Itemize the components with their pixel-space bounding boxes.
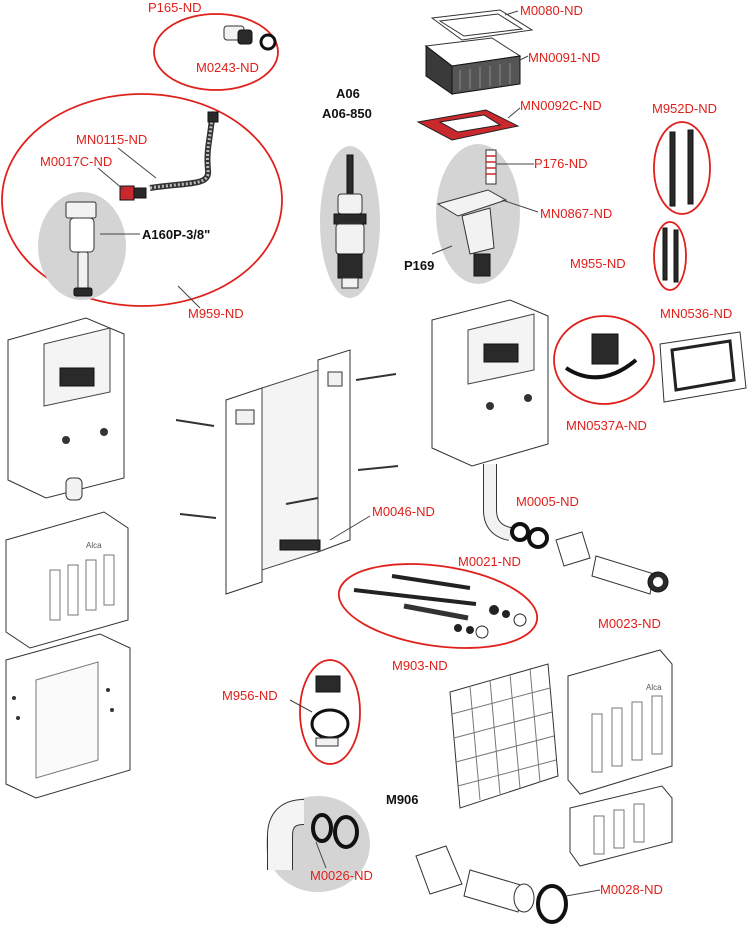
label-a06: A06 [336, 86, 360, 101]
highlight-ring-mn0537a [553, 315, 655, 405]
label-m952d: M952D-ND [652, 101, 717, 116]
part-bottom-pipe [463, 869, 535, 913]
brand-mark-left: Alca [86, 541, 102, 550]
group-p169: P176-ND MN0867-ND P169 [404, 144, 612, 284]
part-m903-bolts [353, 574, 527, 639]
label-m0028: M0028-ND [600, 882, 663, 897]
label-mn0536: MN0536-ND [660, 306, 732, 321]
highlight-ring-m903 [337, 563, 539, 649]
part-m956-clamp [310, 675, 350, 747]
part-m955-rod-2 [673, 229, 679, 283]
part-mn0867-plate [436, 189, 508, 277]
label-mn0091: MN0091-ND [528, 50, 600, 65]
group-left-cistern: Alca [5, 317, 131, 799]
part-m906-bend [267, 799, 305, 870]
part-p165-valve [223, 25, 253, 45]
part-m952d-rod-1 [669, 131, 676, 207]
group-bottom-pipe: M0028-ND [415, 845, 663, 924]
highlight-ring-p165 [153, 13, 279, 91]
brand-mark-right: Alca [646, 683, 662, 692]
part-mn0536-plate [659, 331, 747, 403]
group-right-cistern [431, 299, 549, 541]
group-m906: M906 M0026-ND [266, 792, 419, 892]
label-m955: M955-ND [570, 256, 626, 271]
part-m0243-ring [259, 33, 277, 51]
part-m0026-seal [311, 813, 333, 843]
part-m0021-seal [510, 522, 530, 542]
label-m0243: M0243-ND [196, 60, 259, 75]
part-pipe-connector [555, 531, 591, 567]
label-p176: P176-ND [534, 156, 587, 171]
label-m0005: M0005-ND [516, 494, 579, 509]
label-m0046: M0046-ND [372, 504, 435, 519]
group-flush-pipe: M0005-ND M0021-ND M0023-ND [458, 494, 669, 631]
label-p169: P169 [404, 258, 434, 273]
part-m0005-seal [527, 527, 549, 549]
part-mn0115-hose [149, 111, 219, 191]
part-a06-flush-valve [333, 154, 367, 289]
group-cistern-lid: M0080-ND MN0091-ND MN0092C-ND [416, 3, 602, 141]
group-mn0537a: MN0537A-ND [553, 315, 655, 433]
group-center-frame: M0046-ND [175, 349, 435, 595]
part-left-cistern-body [7, 317, 125, 501]
highlight-ring-m952d [653, 121, 711, 215]
label-a06-850: A06-850 [322, 106, 372, 121]
part-m906-seal [333, 815, 359, 849]
label-mn0867: MN0867-ND [540, 206, 612, 221]
part-center-frame [225, 349, 351, 595]
label-m0023: M0023-ND [598, 616, 661, 631]
part-p176-spring [485, 149, 497, 185]
group-m955: M955-ND [570, 221, 687, 291]
part-center-frame-screws [175, 373, 399, 519]
part-mn0091-box [424, 37, 522, 95]
part-m0017c-clip [119, 185, 147, 201]
part-bottom-pipe-sleeve [415, 845, 463, 895]
label-m0021: M0021-ND [458, 554, 521, 569]
highlight-ring-m956 [299, 659, 361, 765]
part-m0028-seal [536, 884, 568, 924]
label-a160p: A160P-3/8" [142, 227, 210, 242]
part-left-panel-shell: Alca [5, 511, 129, 649]
part-right-grid-panel [449, 663, 559, 809]
part-m0080-frame [430, 9, 534, 41]
label-m906: M906 [386, 792, 419, 807]
part-mn0092c-gasket [416, 109, 520, 141]
part-m952d-rod-2 [687, 129, 694, 205]
group-m959: MN0115-ND M0017C-ND A160P-3/8" M959-ND [1, 93, 283, 321]
group-m956: M956-ND [222, 659, 361, 765]
part-pipe-extension [591, 555, 655, 595]
label-m956: M956-ND [222, 688, 278, 703]
label-m903: M903-ND [392, 658, 448, 673]
group-right-panels: Alca [449, 649, 673, 867]
label-m0026: M0026-ND [310, 868, 373, 883]
label-p165: P165-ND [148, 0, 201, 15]
part-left-frame [5, 633, 131, 799]
part-m955-rod-1 [662, 227, 668, 281]
label-mn0115: MN0115-ND [76, 132, 147, 147]
group-a06: A06 A06-850 [320, 86, 380, 298]
highlight-ring-m959 [1, 93, 283, 307]
group-p165: P165-ND M0243-ND [148, 0, 279, 91]
label-m0017c: M0017C-ND [40, 154, 112, 169]
part-right-lower-panel [569, 785, 673, 867]
highlight-ring-m955 [653, 221, 687, 291]
label-m0080: M0080-ND [520, 3, 583, 18]
group-mn0536: MN0536-ND [659, 306, 747, 403]
part-flush-pipe-bend [483, 464, 512, 541]
label-m959: M959-ND [188, 306, 244, 321]
label-mn0537a: MN0537A-ND [566, 418, 647, 433]
part-mn0537a-bracket [564, 333, 638, 380]
part-a160p-fill-valve [65, 201, 97, 297]
part-right-cistern-body [431, 299, 549, 467]
group-m903: M903-ND [337, 563, 539, 673]
part-right-panel-shell: Alca [567, 649, 673, 795]
group-m952d: M952D-ND [652, 101, 717, 215]
label-mn0092c: MN0092C-ND [520, 98, 602, 113]
